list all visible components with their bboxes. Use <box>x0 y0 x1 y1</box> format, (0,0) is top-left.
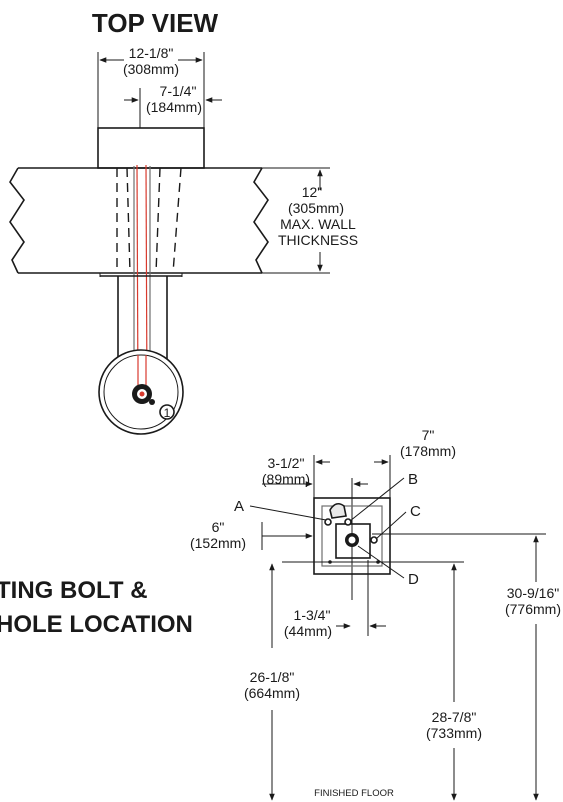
top-view: TOP VIEW 12-1/8" (308mm) 7-1/4" (184mm) <box>9 8 358 435</box>
mount-side-in-label: 6" <box>212 519 225 535</box>
mount-side-mm-label: (152mm) <box>190 535 246 551</box>
finished-floor-label: FINISHED FLOOR <box>314 788 394 799</box>
wall-mm-label: (305mm) <box>288 200 344 216</box>
mount-side-dimension: 6" (152mm) <box>190 519 313 551</box>
mount-half-mm-label: (89mm) <box>262 471 310 487</box>
marker-c-label: C <box>410 503 421 520</box>
height-1-mm-label: (664mm) <box>244 685 300 701</box>
marker-b-label: B <box>408 471 418 488</box>
height-3-dimension: 30-9/16" (776mm) <box>505 535 561 801</box>
top-width-in-label: 12-1/8" <box>129 45 174 61</box>
mount-width-in-label: 7" <box>422 427 435 443</box>
height-1-in-label: 26-1/8" <box>250 669 295 685</box>
mount-small-in-label: 1-3/4" <box>294 607 331 623</box>
unit-housing-top <box>97 127 205 169</box>
height-3-in-label: 30-9/16" <box>507 585 559 601</box>
wall-section <box>9 164 269 401</box>
wall-in-label: 12" <box>302 184 323 200</box>
mounting-title-1: TING BOLT & <box>0 577 148 604</box>
height-1-dimension: 26-1/8" (664mm) <box>244 563 300 801</box>
marker-d-label: D <box>408 571 419 588</box>
mount-width-dimension: 7" (178mm) <box>313 427 456 498</box>
mounting-plate <box>313 497 391 575</box>
top-offset-dimension: 7-1/4" (184mm) <box>124 83 222 128</box>
height-2-dimension: 28-7/8" (733mm) <box>426 563 482 801</box>
marker-a-label: A <box>234 498 244 515</box>
top-view-title: TOP VIEW <box>92 8 219 38</box>
top-offset-mm-label: (184mm) <box>146 99 202 115</box>
wall-note-2: THICKNESS <box>278 232 358 248</box>
mounting-view: TING BOLT & HOLE LOCATION 7" (178mm) 3-1… <box>0 427 561 801</box>
height-3-mm-label: (776mm) <box>505 601 561 617</box>
mounting-title-2: HOLE LOCATION <box>0 611 193 638</box>
top-width-mm-label: (308mm) <box>123 61 179 77</box>
wall-thickness-dimension: 12" (305mm) MAX. WALL THICKNESS <box>262 167 358 274</box>
mount-small-dimension: 1-3/4" (44mm) <box>284 560 386 639</box>
bowl <box>98 349 184 435</box>
top-width-dimension: 12-1/8" (308mm) <box>97 45 205 128</box>
callout-1-label: 1 <box>164 406 171 420</box>
mount-small-mm-label: (44mm) <box>284 623 332 639</box>
height-2-in-label: 28-7/8" <box>432 709 477 725</box>
mount-width-mm-label: (178mm) <box>400 443 456 459</box>
callout-1-icon: 1 <box>159 404 175 420</box>
wall-note-1: MAX. WALL <box>280 216 356 232</box>
top-offset-in-label: 7-1/4" <box>160 83 197 99</box>
height-2-mm-label: (733mm) <box>426 725 482 741</box>
mount-half-in-label: 3-1/2" <box>268 455 305 471</box>
mount-half-dimension: 3-1/2" (89mm) <box>262 455 368 600</box>
